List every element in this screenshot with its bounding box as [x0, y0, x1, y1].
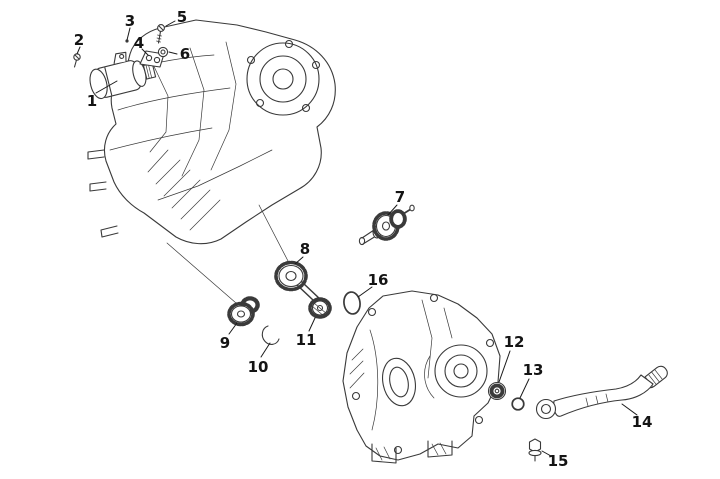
leader-line-13 — [519, 378, 530, 399]
leader-line-10 — [260, 342, 271, 358]
washer-6-drawing — [157, 46, 169, 58]
gear-9-drawing — [227, 296, 260, 327]
leader-line-9 — [228, 322, 238, 335]
starter-motor-drawing — [73, 51, 157, 100]
part-label-13: 13 — [522, 361, 544, 379]
leader-line-8 — [294, 256, 304, 265]
part-label-12: 12 — [503, 333, 525, 351]
transmission-cover-drawing — [342, 290, 501, 464]
part-label-9: 9 — [219, 334, 231, 352]
part-label-6: 6 — [179, 45, 191, 63]
part-label-8: 8 — [299, 240, 311, 258]
exploded-axis-lines — [166, 204, 289, 304]
leader-line-16 — [357, 286, 373, 298]
leader-line-6 — [168, 51, 178, 55]
leader-line-11 — [308, 317, 316, 332]
part-label-15: 15 — [547, 452, 569, 470]
callout-dot-3 — [125, 39, 129, 43]
leader-line-15 — [541, 450, 552, 457]
part-label-14: 14 — [631, 413, 653, 431]
leader-line-1 — [95, 80, 118, 94]
leader-line-3 — [126, 27, 131, 41]
o-ring-13-drawing — [511, 397, 525, 411]
part-label-1: 1 — [86, 92, 98, 110]
part-label-7: 7 — [394, 188, 406, 206]
part-label-16: 16 — [367, 271, 389, 289]
o-ring-16-drawing — [343, 291, 361, 315]
screw-5-drawing — [156, 24, 165, 44]
crankcase-drawing — [87, 19, 336, 245]
bolt-15-drawing — [528, 438, 542, 462]
leader-line-7 — [387, 204, 398, 216]
leader-lines — [76, 20, 638, 457]
leader-line-12 — [498, 350, 511, 383]
part-label-3: 3 — [124, 12, 136, 30]
leader-line-4 — [141, 48, 149, 56]
leader-line-5 — [165, 20, 176, 27]
part-label-4: 4 — [133, 34, 145, 52]
gear-8-drawing — [274, 260, 321, 304]
gear-11-drawing — [308, 297, 332, 319]
part-label-11: 11 — [295, 331, 317, 349]
part-label-5: 5 — [176, 8, 188, 26]
washer-12-drawing — [487, 381, 507, 401]
leader-line-2 — [76, 46, 81, 55]
leader-line-14 — [621, 403, 638, 416]
shim-10-drawing — [261, 325, 280, 345]
gear-shaft-7-drawing — [358, 204, 415, 246]
part-label-2: 2 — [73, 31, 85, 49]
kick-lever-14-drawing — [535, 365, 668, 420]
part-label-10: 10 — [247, 358, 269, 376]
